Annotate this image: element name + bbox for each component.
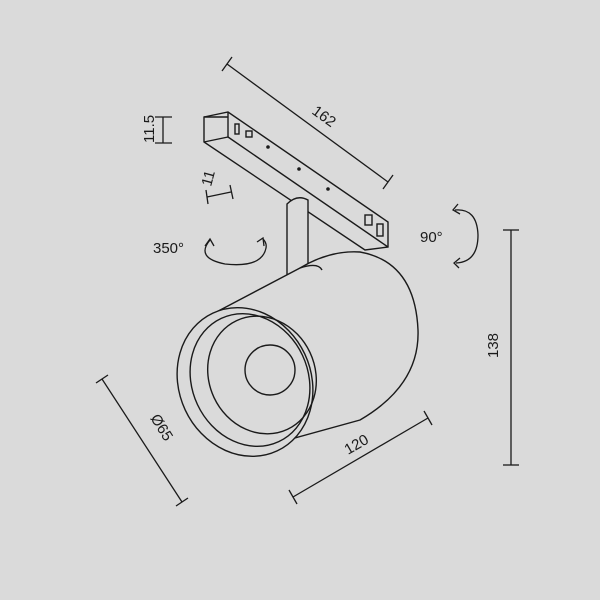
body-length-label: 120 xyxy=(342,431,372,458)
spotlight-body xyxy=(176,251,419,458)
dim-rail-height: 11.5 xyxy=(141,115,172,144)
diameter-label: Ø65 xyxy=(147,411,176,444)
total-height-label: 138 xyxy=(485,333,502,358)
dim-diameter: Ø65 xyxy=(95,374,189,507)
rotation-vertical-label: 90° xyxy=(420,229,443,246)
dim-rotation-vertical: 90° xyxy=(420,203,479,269)
track-adapter xyxy=(203,111,389,251)
dim-rotation-horizontal: 350° xyxy=(153,236,267,266)
rail-height-label: 11.5 xyxy=(141,115,158,143)
stem xyxy=(286,197,309,281)
stem-width-label: 11 xyxy=(198,169,218,188)
rotation-horizontal-label: 350° xyxy=(153,240,184,257)
dim-stem-width: 11 xyxy=(198,169,234,205)
dim-total-height: 138 xyxy=(485,229,519,466)
